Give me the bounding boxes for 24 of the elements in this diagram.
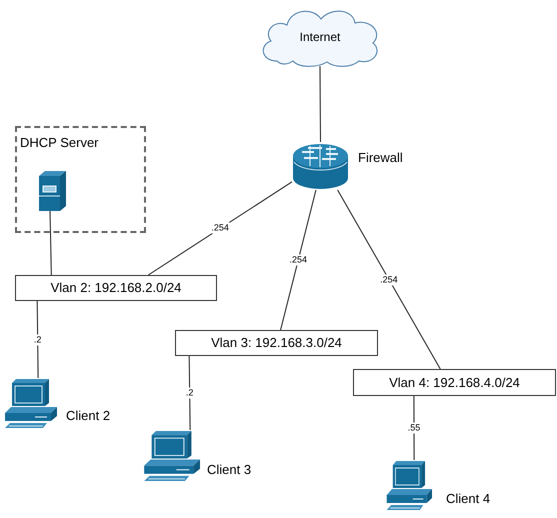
connector-line [320,66,321,142]
edge-label: .254 [379,274,399,285]
edge-label: .254 [288,254,308,266]
device-label: Client 3 [207,461,252,479]
connector-line [413,396,415,460]
group-box [15,126,146,233]
edge-label: .2 [184,388,194,398]
connector-line [36,300,39,378]
device-label: Client 2 [66,407,110,425]
connector-line [188,356,191,430]
device-label: Firewall [358,149,403,167]
device-label: Client 4 [446,490,490,508]
subnet-box: Vlan 2: 192.168.2.0/24 [15,275,217,301]
edge-label: .55 [406,422,422,434]
edge-label: .254 [210,222,230,234]
connector-line [280,190,316,330]
subnet-box: Vlan 4: 192.168.4.0/24 [353,369,556,396]
group-label: DHCP Server [20,134,99,152]
cloud-label: Internet [300,28,340,46]
connector-line [148,181,292,276]
connector-line [50,210,52,276]
subnet-box: Vlan 3: 192.168.3.0/24 [175,330,378,356]
edge-label: .2 [32,334,42,345]
connector-line [337,190,441,370]
